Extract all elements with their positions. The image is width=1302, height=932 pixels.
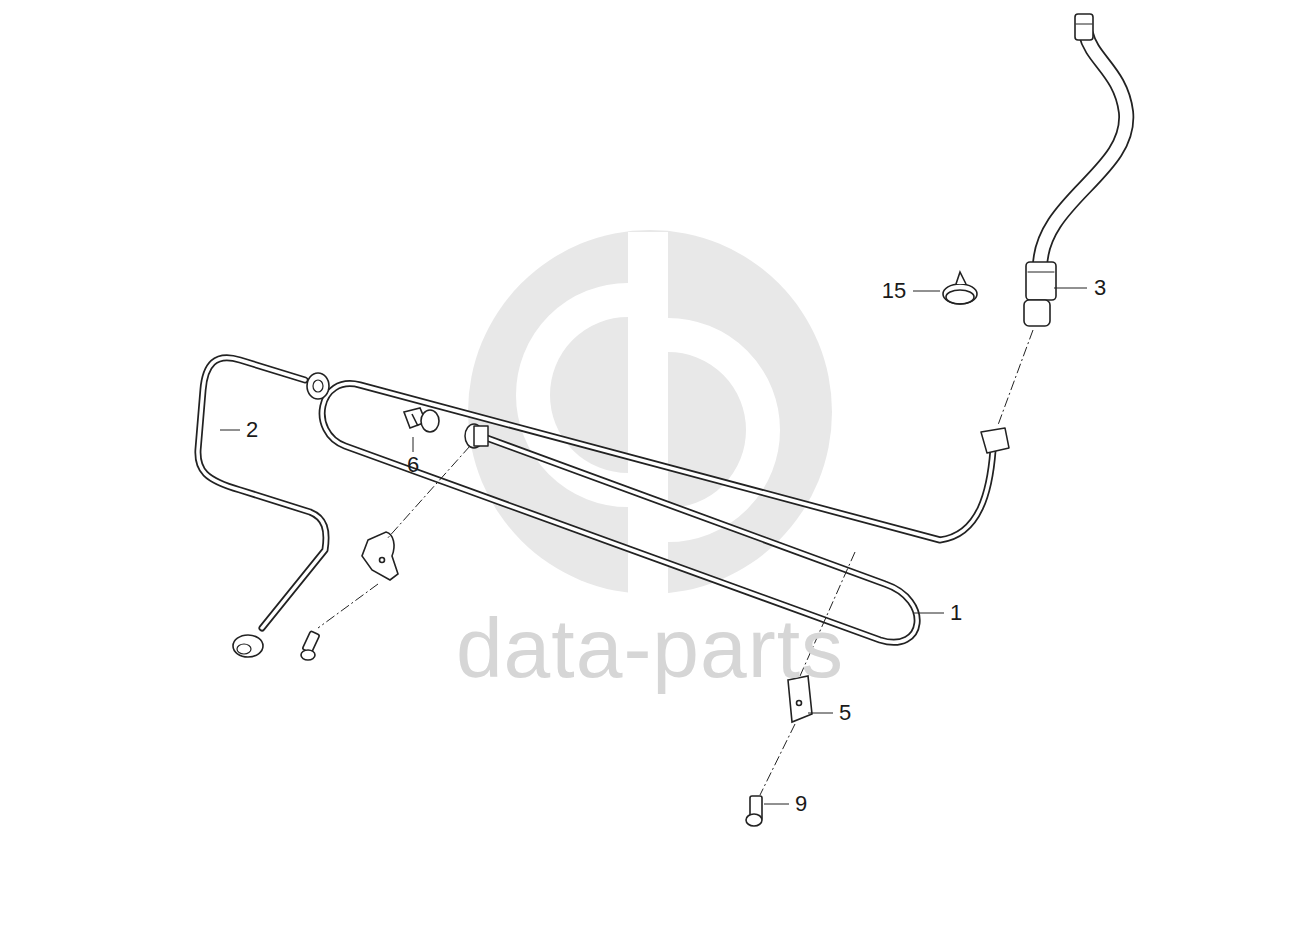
callout-number: 3 [1094,277,1106,299]
clip-part-5 [746,676,812,826]
callout-number: 5 [839,702,851,724]
callout-number: 1 [950,602,962,624]
pipe-part-2 [198,358,329,657]
leader-lines [220,288,1087,804]
callout-number: 15 [882,280,906,302]
clip-left [301,532,398,660]
watermark-text: data-parts [456,606,844,690]
clamp-part-15 [943,272,977,304]
pipe-part-1 [322,384,1009,643]
fitting-part-6 [404,408,439,432]
callout-number: 9 [795,793,807,815]
hose-part-3 [1024,14,1126,326]
callout-number: 2 [246,419,258,441]
callout-number: 6 [407,454,419,476]
assembly-lines [318,330,1033,795]
